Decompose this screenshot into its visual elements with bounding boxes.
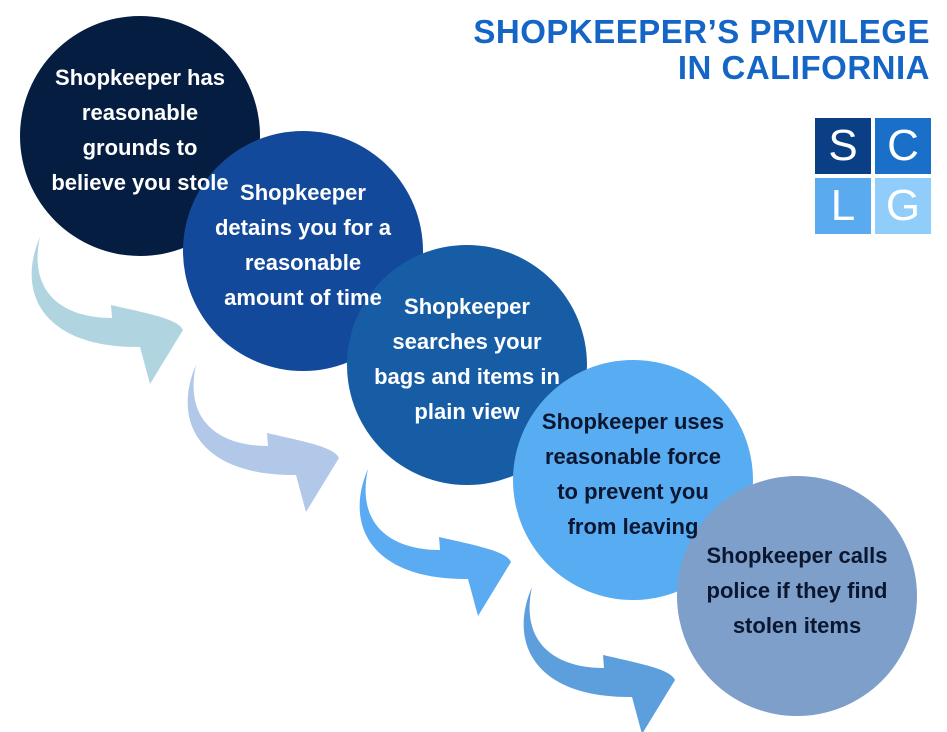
step-circle-5: Shopkeeper calls police if they find sto… bbox=[677, 476, 917, 716]
curved-arrow-icon bbox=[187, 365, 339, 512]
sclg-logo: S C L G bbox=[815, 118, 931, 234]
curved-arrow-icon bbox=[523, 587, 675, 732]
curved-arrow-icon bbox=[31, 237, 184, 384]
step-text: Shopkeeper has reasonable grounds to bel… bbox=[51, 65, 229, 195]
title-line-2: IN CALIFORNIA bbox=[677, 49, 930, 86]
title-line-1: SHOPKEEPER’S PRIVILEGE bbox=[473, 13, 930, 50]
step-text: Shopkeeper searches your bags and items … bbox=[374, 294, 560, 424]
logo-letter-g: G bbox=[875, 178, 931, 234]
logo-letter-l: L bbox=[815, 178, 871, 234]
logo-letter-s: S bbox=[815, 118, 871, 174]
step-text: Shopkeeper uses reasonable force to prev… bbox=[541, 409, 725, 539]
page-title: SHOPKEEPER’S PRIVILEGE IN CALIFORNIA bbox=[473, 14, 930, 86]
step-text: Shopkeeper detains you for a reasonable … bbox=[214, 180, 392, 310]
logo-letter-c: C bbox=[875, 118, 931, 174]
curved-arrow-icon bbox=[359, 469, 511, 616]
step-circle-1: Shopkeeper has reasonable grounds to bel… bbox=[20, 16, 260, 256]
step-text: Shopkeeper calls police if they find sto… bbox=[706, 542, 888, 638]
